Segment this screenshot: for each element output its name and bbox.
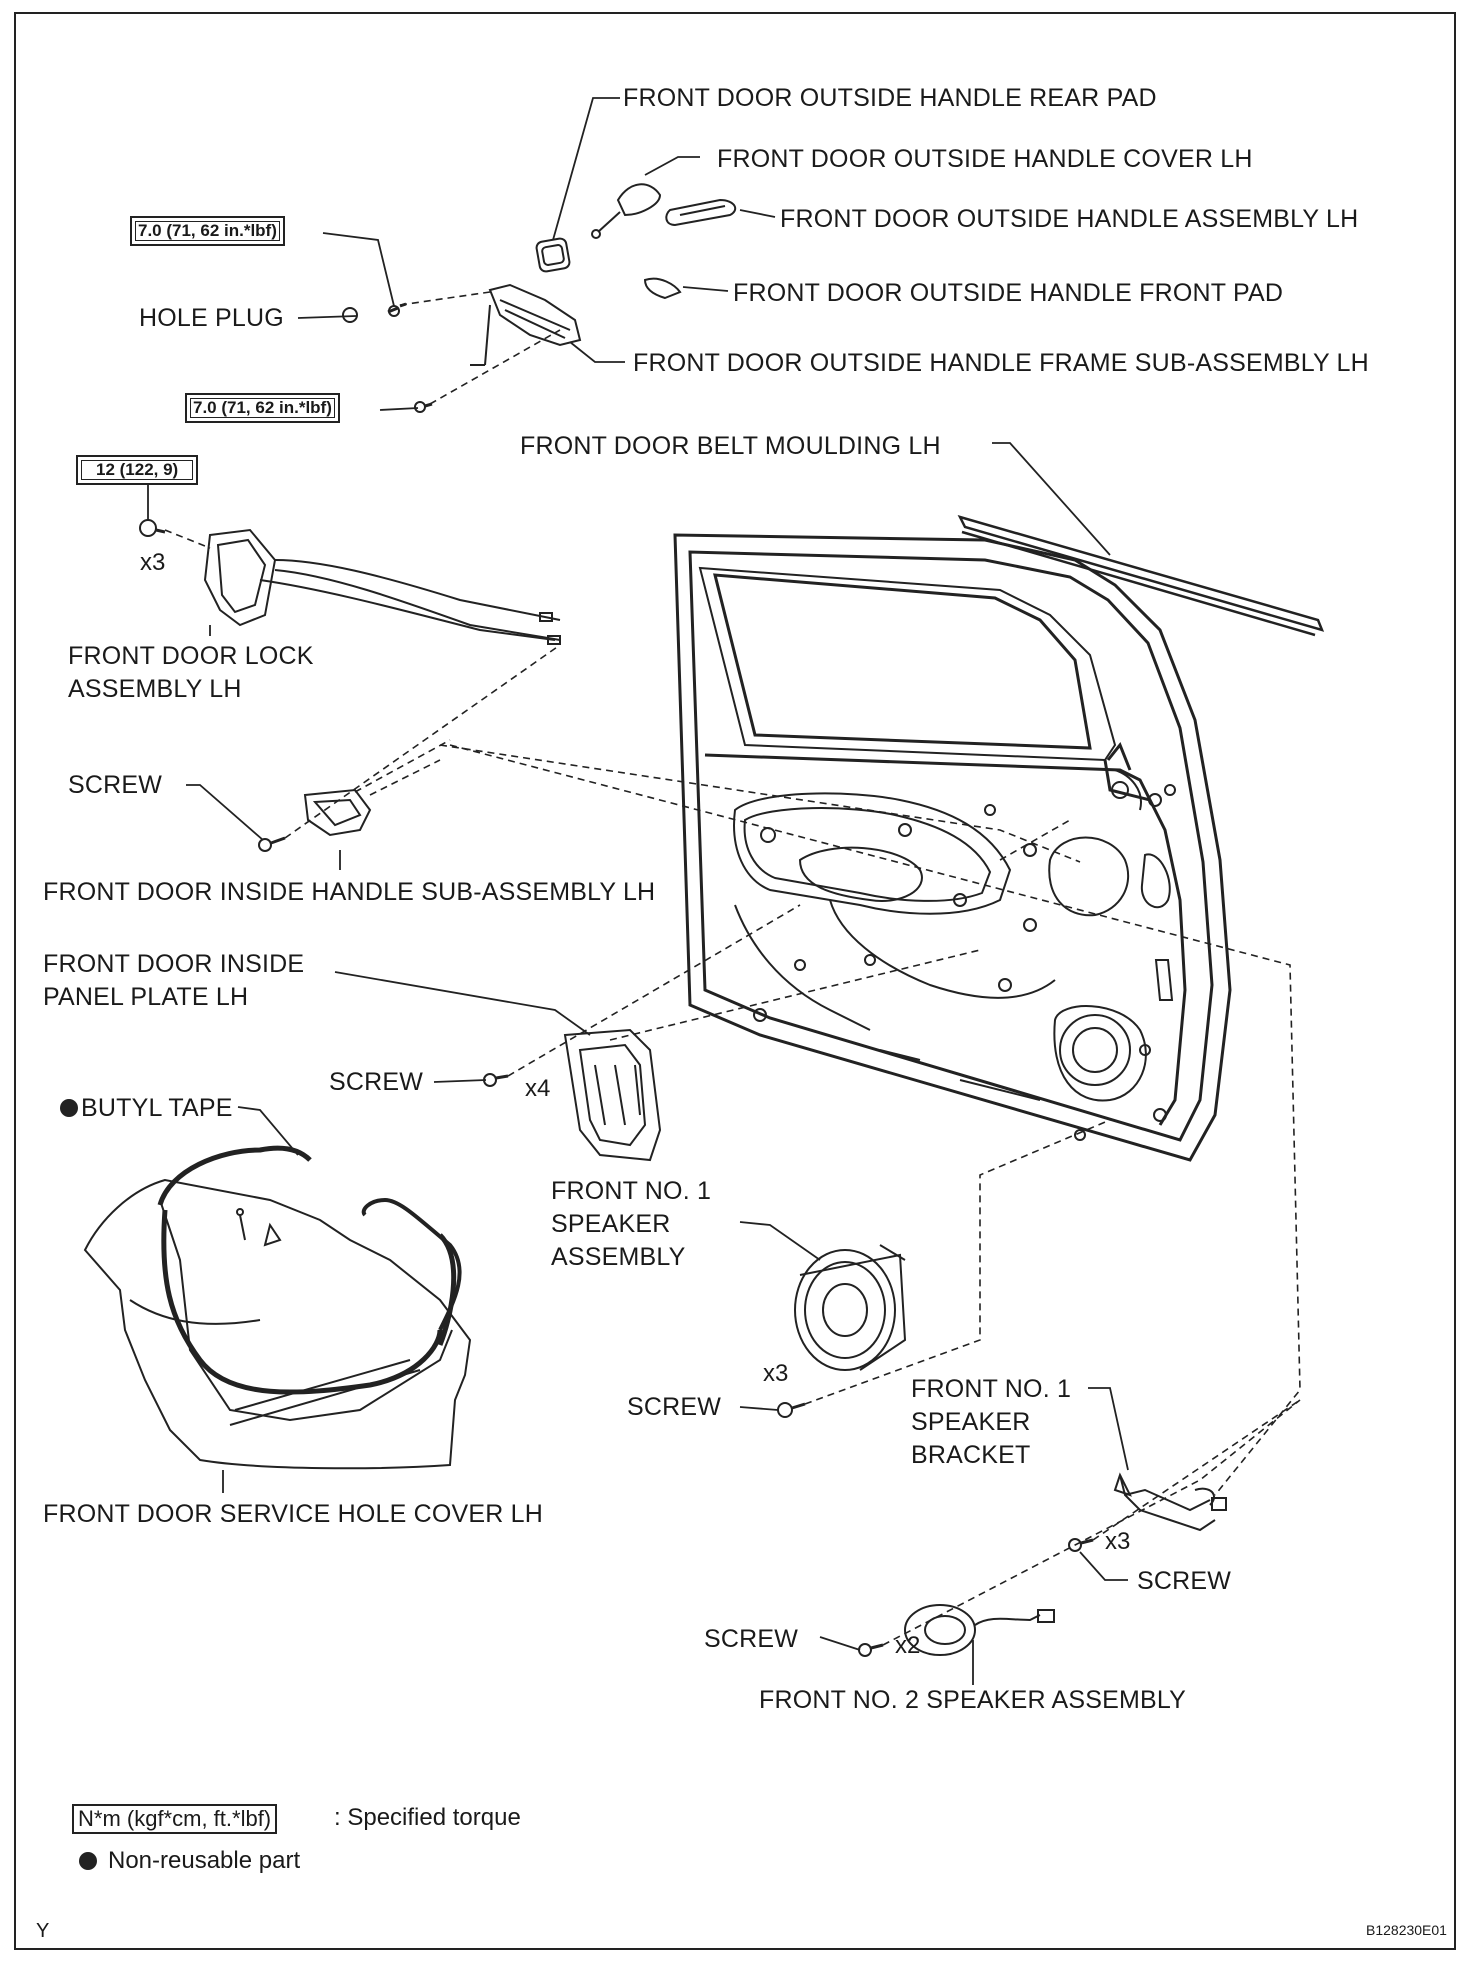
legend-nonreusable-desc: Non-reusable part <box>108 1847 301 1874</box>
lock-assembly <box>139 519 561 645</box>
label-belt-moulding: FRONT DOOR BELT MOULDING LH <box>520 432 941 460</box>
label-outside-handle-front-pad: FRONT DOOR OUTSIDE HANDLE FRONT PAD <box>733 279 1284 307</box>
label-speaker1-line2: SPEAKER <box>551 1210 671 1238</box>
inside-handle <box>258 788 372 852</box>
label-screw-speaker2: SCREW <box>704 1625 799 1653</box>
service-hole-cover <box>83 1178 472 1470</box>
qty-speaker1-screw: x3 <box>763 1360 789 1387</box>
torque-value: 7.0 (71, 62 in.*lbf) <box>138 221 277 240</box>
torque-box-handle-upper: 7.0 (71, 62 in.*lbf) <box>130 216 285 246</box>
label-outside-handle-frame: FRONT DOOR OUTSIDE HANDLE FRAME SUB-ASSE… <box>633 349 1369 377</box>
belt-moulding <box>957 515 1325 637</box>
label-bracket-line1: FRONT NO. 1 <box>911 1375 1072 1403</box>
butyl-tape <box>157 1145 462 1395</box>
legend-nonreusable-dot <box>79 1852 97 1870</box>
legend-torque-box: N*m (kgf*cm, ft.*lbf) <box>72 1804 278 1834</box>
label-outside-handle-cover: FRONT DOOR OUTSIDE HANDLE COVER LH <box>717 145 1253 173</box>
qty-bracket-screw: x3 <box>1105 1528 1131 1555</box>
label-screw-bracket: SCREW <box>1137 1567 1232 1595</box>
label-inside-panel-line1: FRONT DOOR INSIDE <box>43 950 305 978</box>
label-screw-speaker1: SCREW <box>627 1393 722 1421</box>
outside-handle-parts <box>342 183 737 413</box>
qty-speaker2-screw: x2 <box>895 1632 921 1659</box>
label-inside-handle: FRONT DOOR INSIDE HANDLE SUB-ASSEMBLY LH <box>43 878 656 906</box>
diagram-frame <box>14 12 1456 1950</box>
qty-panel-screw: x4 <box>525 1075 551 1102</box>
torque-value: 12 (122, 9) <box>96 460 179 479</box>
door-inner-panel <box>733 769 1176 1141</box>
label-bracket-line3: BRACKET <box>911 1441 1031 1469</box>
label-speaker1-line1: FRONT NO. 1 <box>551 1177 712 1205</box>
legend-torque-desc: : Specified torque <box>334 1804 521 1831</box>
footer-left-mark: Y <box>36 1920 50 1942</box>
qty-lock-screw: x3 <box>140 549 166 576</box>
label-butyl-tape: BUTYL TAPE <box>81 1094 233 1122</box>
torque-value: 7.0 (71, 62 in.*lbf) <box>193 398 332 417</box>
legend-torque-unit: N*m (kgf*cm, ft.*lbf) <box>78 1806 272 1831</box>
inside-panel-plate <box>483 1028 662 1162</box>
label-outside-handle-assembly: FRONT DOOR OUTSIDE HANDLE ASSEMBLY LH <box>780 205 1359 233</box>
assembly-paths <box>164 291 1301 1646</box>
label-lock-assembly-line2: ASSEMBLY LH <box>68 675 242 703</box>
nonreusable-dot <box>60 1099 78 1117</box>
door-shell <box>673 533 1232 1162</box>
label-inside-panel-line2: PANEL PLATE LH <box>43 983 249 1011</box>
torque-box-lock: 12 (122, 9) <box>76 455 199 485</box>
label-bracket-line2: SPEAKER <box>911 1408 1031 1436</box>
label-outside-handle-rear-pad: FRONT DOOR OUTSIDE HANDLE REAR PAD <box>623 84 1157 112</box>
label-lock-assembly-line1: FRONT DOOR LOCK <box>68 642 314 670</box>
front-speaker-1 <box>777 1244 907 1418</box>
label-screw-upper: SCREW <box>68 771 163 799</box>
label-speaker1-line3: ASSEMBLY <box>551 1243 686 1271</box>
label-service-hole-cover: FRONT DOOR SERVICE HOLE COVER LH <box>43 1500 544 1528</box>
front-speaker-2 <box>858 1604 1055 1657</box>
footer-drawing-code: B128230E01 <box>1366 1922 1447 1938</box>
label-hole-plug: HOLE PLUG <box>139 304 284 332</box>
leader-lines <box>147 97 1129 1685</box>
speaker-bracket <box>1068 1472 1227 1552</box>
torque-box-handle-lower: 7.0 (71, 62 in.*lbf) <box>185 393 340 423</box>
label-speaker2: FRONT NO. 2 SPEAKER ASSEMBLY <box>759 1686 1187 1714</box>
label-screw-panel: SCREW <box>329 1068 424 1096</box>
